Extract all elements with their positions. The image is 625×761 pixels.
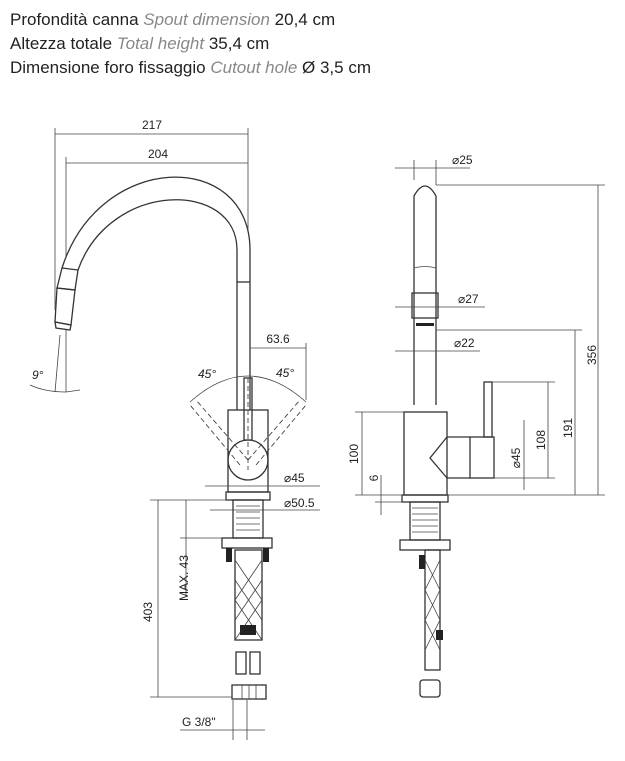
- dim-max-43: MAX. 43: [177, 555, 191, 601]
- side-handle: [469, 436, 495, 479]
- dim-diameter-27: ⌀27: [458, 292, 479, 306]
- side-fitting: [419, 679, 441, 698]
- spec-height: Altezza totale Total height 35,4 cm: [10, 32, 371, 56]
- dim-204: 204: [148, 147, 168, 161]
- hoses: [234, 549, 263, 641]
- spec-label-en: Cutout hole: [210, 58, 298, 77]
- dim-191: 191: [561, 418, 575, 438]
- side-collar: [411, 292, 439, 319]
- spout-head: [56, 267, 79, 291]
- dim-356: 356: [585, 345, 599, 365]
- dim-403: 403: [141, 602, 155, 622]
- spec-label: Profondità canna: [10, 10, 139, 29]
- nut: [221, 537, 273, 549]
- dim-diameter-50-5: ⌀50.5: [284, 496, 315, 510]
- angle-45-right: 45°: [276, 366, 294, 380]
- spec-spout: Profondità canna Spout dimension 20,4 cm: [10, 8, 371, 32]
- spec-cutout: Dimensione foro fissaggio Cutout hole Ø …: [10, 56, 371, 80]
- dim-108: 108: [534, 430, 548, 450]
- side-view: ⌀25 ⌀27 ⌀22 356 191 108 ⌀45 100 6: [347, 153, 605, 698]
- dim-217: 217: [142, 118, 162, 132]
- dim-100: 100: [347, 444, 361, 464]
- spec-value: Ø 3,5 cm: [302, 58, 371, 77]
- spec-label-en: Total height: [116, 34, 205, 53]
- angle-9: 9°: [32, 368, 44, 382]
- dim-g-3-8: G 3/8": [182, 715, 216, 729]
- specifications: Profondità canna Spout dimension 20,4 cm…: [10, 8, 371, 80]
- dim-diameter-22: ⌀22: [454, 336, 475, 350]
- spout-outer: [61, 176, 251, 282]
- spec-label: Dimensione foro fissaggio: [10, 58, 206, 77]
- dim-diameter-25: ⌀25: [452, 153, 473, 167]
- side-lever: [483, 381, 493, 438]
- dim-63-6: 63.6: [266, 332, 290, 346]
- spec-value: 20,4 cm: [274, 10, 336, 29]
- spout-inner: [77, 199, 238, 282]
- spec-label-en: Spout dimension: [143, 10, 270, 29]
- dim-diameter-45: ⌀45: [284, 471, 305, 485]
- side-spout: [413, 185, 437, 405]
- spec-value: 35,4 cm: [208, 34, 270, 53]
- dim-side-diameter-45: ⌀45: [509, 447, 523, 468]
- front-view: 217 204 63.6 45° 45° 9° ⌀45 ⌀50.5 403 MA…: [29, 118, 320, 740]
- angle-45-left: 45°: [198, 367, 216, 381]
- spec-label: Altezza totale: [10, 34, 113, 53]
- base-plate: [225, 491, 271, 501]
- dim-6: 6: [367, 474, 381, 481]
- side-body: [403, 411, 448, 496]
